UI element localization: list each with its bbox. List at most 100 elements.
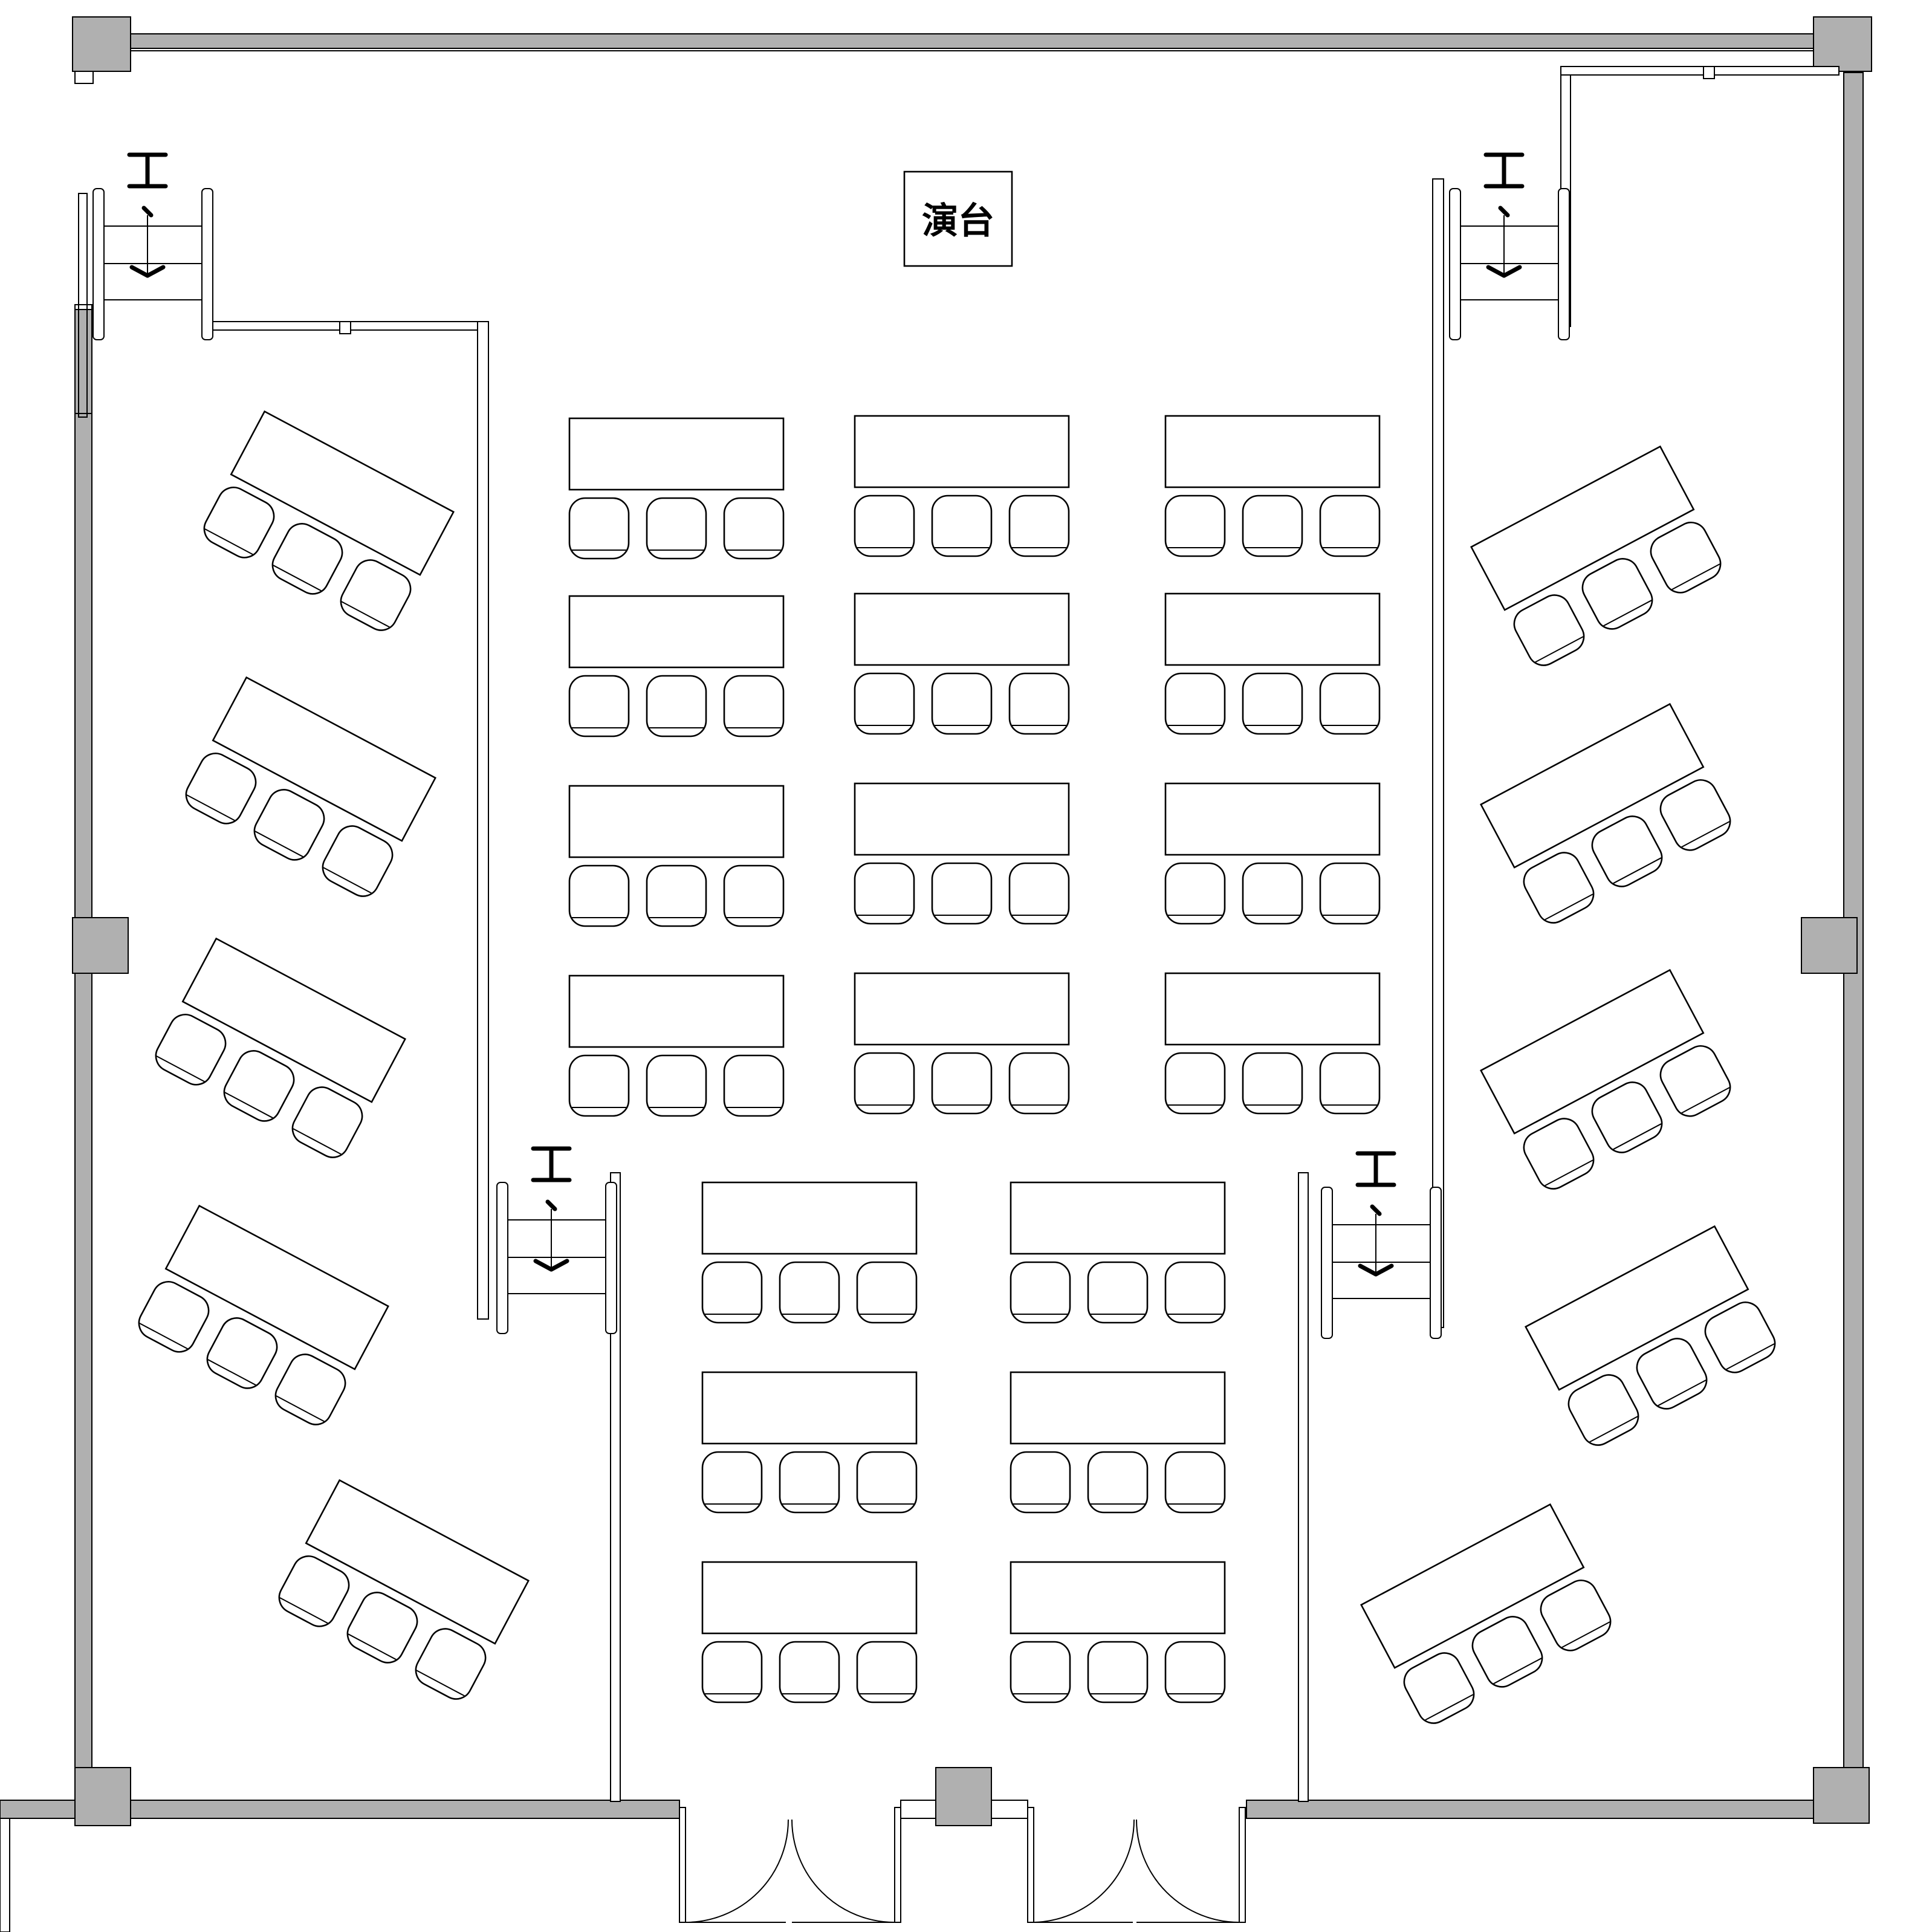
chair[interactable] [1087, 1451, 1149, 1514]
chair[interactable] [646, 864, 707, 927]
table[interactable] [701, 1181, 918, 1255]
chair[interactable] [646, 675, 707, 737]
chair[interactable] [723, 497, 785, 560]
desk-with-chairs[interactable] [1525, 1225, 1780, 1451]
table[interactable] [1480, 968, 1705, 1135]
partition-door-symbol-icon[interactable] [92, 152, 213, 340]
chair[interactable] [1319, 494, 1381, 557]
desk-with-chairs[interactable] [1480, 968, 1736, 1195]
table[interactable] [1010, 1371, 1226, 1445]
desk-with-chairs[interactable] [134, 1204, 389, 1430]
partition-door-symbol-icon[interactable] [1321, 1151, 1442, 1339]
chair[interactable] [779, 1641, 840, 1703]
table[interactable] [181, 937, 406, 1103]
chair[interactable] [1319, 672, 1381, 735]
chair[interactable] [1087, 1641, 1149, 1703]
partition-door-symbol-icon[interactable] [496, 1146, 617, 1334]
desk-with-chairs[interactable] [1164, 782, 1381, 925]
chair[interactable] [1655, 774, 1736, 855]
chair[interactable] [1164, 1451, 1226, 1514]
chair[interactable] [1632, 1333, 1712, 1414]
chair[interactable] [249, 784, 329, 865]
table[interactable] [212, 676, 436, 842]
chair[interactable] [1087, 1261, 1149, 1324]
chair[interactable] [267, 518, 348, 599]
chair[interactable] [181, 748, 261, 829]
chair[interactable] [336, 554, 416, 635]
chair[interactable] [219, 1045, 299, 1126]
desk-with-chairs[interactable] [1010, 1181, 1226, 1324]
chair[interactable] [1467, 1611, 1548, 1692]
chair[interactable] [568, 497, 630, 560]
chair[interactable] [646, 497, 707, 560]
table[interactable] [1164, 415, 1381, 488]
table[interactable] [1480, 702, 1705, 869]
desk-with-chairs[interactable] [854, 782, 1070, 925]
table[interactable] [1164, 972, 1381, 1046]
chair[interactable] [1008, 1052, 1070, 1115]
chair[interactable] [1535, 1575, 1616, 1656]
chair[interactable] [931, 862, 993, 925]
table[interactable] [854, 415, 1070, 488]
chair[interactable] [1587, 811, 1667, 892]
chair[interactable] [1164, 494, 1226, 557]
table[interactable] [1010, 1561, 1226, 1635]
desk-with-chairs[interactable] [181, 676, 436, 902]
chair[interactable] [1010, 1261, 1071, 1324]
table[interactable] [568, 417, 785, 491]
chair[interactable] [1008, 862, 1070, 925]
table[interactable] [568, 785, 785, 858]
chair[interactable] [1242, 862, 1303, 925]
table[interactable] [854, 782, 1070, 856]
chair[interactable] [931, 672, 993, 735]
table[interactable] [230, 410, 455, 576]
chair[interactable] [779, 1261, 840, 1324]
chair[interactable] [1010, 1641, 1071, 1703]
chair[interactable] [1519, 1113, 1599, 1194]
chair[interactable] [270, 1349, 351, 1430]
chair[interactable] [1164, 1261, 1226, 1324]
chair[interactable] [1577, 553, 1658, 634]
chair[interactable] [134, 1276, 214, 1357]
chair[interactable] [723, 864, 785, 927]
chair[interactable] [1010, 1451, 1071, 1514]
chair[interactable] [287, 1081, 368, 1162]
chair[interactable] [1164, 1641, 1226, 1703]
desk-with-chairs[interactable] [701, 1561, 918, 1703]
desk-with-chairs[interactable] [568, 785, 785, 927]
chair[interactable] [274, 1551, 354, 1632]
desk-with-chairs[interactable] [1010, 1371, 1226, 1514]
table[interactable] [1360, 1503, 1585, 1669]
chair[interactable] [1164, 672, 1226, 735]
chair[interactable] [1319, 862, 1381, 925]
chair[interactable] [854, 862, 915, 925]
chair[interactable] [856, 1261, 918, 1324]
table[interactable] [854, 972, 1070, 1046]
desk-with-chairs[interactable] [1010, 1561, 1226, 1703]
chair[interactable] [342, 1587, 423, 1668]
chair[interactable] [701, 1641, 763, 1703]
desk-with-chairs[interactable] [854, 592, 1070, 735]
chair[interactable] [1164, 862, 1226, 925]
desk-with-chairs[interactable] [701, 1181, 918, 1324]
chair[interactable] [199, 482, 279, 563]
chair[interactable] [1700, 1297, 1780, 1378]
desk-with-chairs[interactable] [199, 410, 455, 636]
chair[interactable] [931, 1052, 993, 1115]
table[interactable] [701, 1371, 918, 1445]
table[interactable] [1010, 1181, 1226, 1255]
chair[interactable] [568, 1054, 630, 1117]
chair[interactable] [1519, 847, 1599, 928]
chair[interactable] [568, 675, 630, 737]
chair[interactable] [151, 1009, 231, 1090]
desk-with-chairs[interactable] [1164, 415, 1381, 557]
chair[interactable] [723, 675, 785, 737]
table[interactable] [164, 1204, 389, 1370]
chair[interactable] [701, 1451, 763, 1514]
chair[interactable] [1399, 1647, 1479, 1728]
chair[interactable] [1655, 1040, 1736, 1121]
table[interactable] [1525, 1225, 1749, 1391]
desk-with-chairs[interactable] [151, 937, 406, 1163]
table[interactable] [305, 1479, 530, 1645]
chair[interactable] [854, 1052, 915, 1115]
